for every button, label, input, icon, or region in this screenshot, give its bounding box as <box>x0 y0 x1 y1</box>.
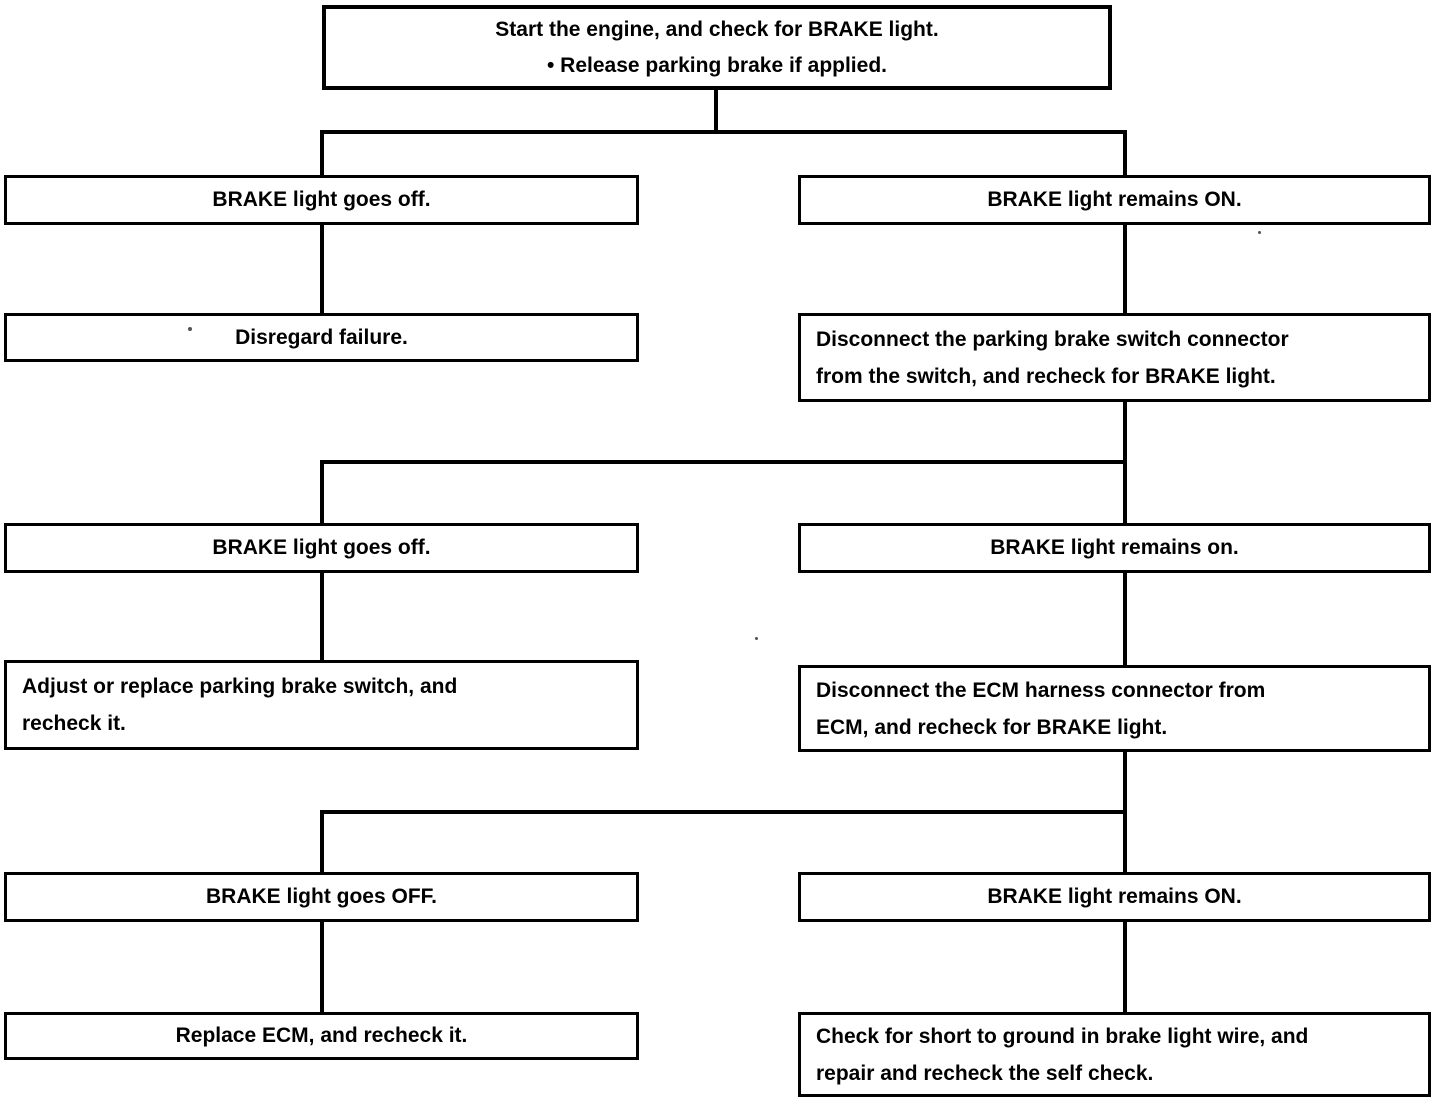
node-label: BRAKE light remains ON. <box>987 188 1242 211</box>
connector-left-row2-row3 <box>320 222 324 316</box>
node-label: BRAKE light goes off. <box>212 188 431 211</box>
node-label-line-2: repair and recheck the self check. <box>816 1061 1154 1085</box>
node-label: BRAKE light remains on. <box>990 536 1239 559</box>
scan-speck <box>755 637 758 640</box>
connector-branch-1-left-drop <box>320 130 324 178</box>
node-label: Replace ECM, and recheck it. <box>175 1024 468 1047</box>
connector-right-row2-row3 <box>1123 222 1127 316</box>
node-label: BRAKE light remains ON. <box>987 885 1242 908</box>
scan-speck <box>1258 231 1261 234</box>
node-label: Disregard failure. <box>235 325 408 349</box>
connector-branch-1-horizontal <box>320 130 1127 134</box>
node-check-short-to-ground: Check for short to ground in brake light… <box>798 1012 1431 1097</box>
node-label-bullet: • Release parking brake if applied. <box>547 53 887 77</box>
node-label-line-1: Disconnect the parking brake switch conn… <box>816 327 1289 351</box>
connector-left-row6-row7 <box>320 919 324 1015</box>
node-label-line-1: Adjust or replace parking brake switch, … <box>22 675 458 698</box>
node-brake-light-goes-off-3: BRAKE light goes OFF. <box>4 872 639 922</box>
node-brake-light-goes-off-1: BRAKE light goes off. <box>4 175 639 225</box>
connector-right-row6-row7 <box>1123 919 1127 1015</box>
node-brake-light-remains-on-3: BRAKE light remains ON. <box>798 872 1431 922</box>
connector-branch-1-right-drop <box>1123 130 1127 178</box>
node-replace-ecm: Replace ECM, and recheck it. <box>4 1012 639 1060</box>
connector-start-stem <box>714 88 718 134</box>
node-label: Start the engine, and check for BRAKE li… <box>495 17 939 41</box>
node-brake-light-remains-on-1: BRAKE light remains ON. <box>798 175 1431 225</box>
connector-branch-2-horizontal <box>320 460 1127 464</box>
node-brake-light-goes-off-2: BRAKE light goes off. <box>4 523 639 573</box>
node-disconnect-ecm-harness-connector: Disconnect the ECM harness connector fro… <box>798 665 1431 752</box>
connector-branch-3-left-drop <box>320 810 324 875</box>
node-disconnect-parking-brake-switch-connector: Disconnect the parking brake switch conn… <box>798 313 1431 402</box>
connector-branch-3-horizontal <box>320 810 1127 814</box>
connector-left-row4-row5 <box>320 570 324 663</box>
node-disregard-failure: Disregard failure. <box>4 313 639 362</box>
node-label-line-2: ECM, and recheck for BRAKE light. <box>816 715 1168 739</box>
node-adjust-or-replace-parking-brake-switch: Adjust or replace parking brake switch, … <box>4 660 639 750</box>
scan-speck <box>188 327 192 331</box>
node-label-line-2: from the switch, and recheck for BRAKE l… <box>816 364 1276 388</box>
node-brake-light-remains-on-2: BRAKE light remains on. <box>798 523 1431 573</box>
connector-right-row4-row5 <box>1123 570 1127 668</box>
node-label-line-2: recheck it. <box>22 712 126 735</box>
node-start-engine-check-brake-light: Start the engine, and check for BRAKE li… <box>322 5 1112 90</box>
connector-branch-2-left-drop <box>320 460 324 526</box>
node-label: BRAKE light goes off. <box>212 536 431 559</box>
node-label-line-1: Disconnect the ECM harness connector fro… <box>816 678 1266 702</box>
node-label: BRAKE light goes OFF. <box>206 885 437 908</box>
node-label-line-1: Check for short to ground in brake light… <box>816 1024 1309 1048</box>
